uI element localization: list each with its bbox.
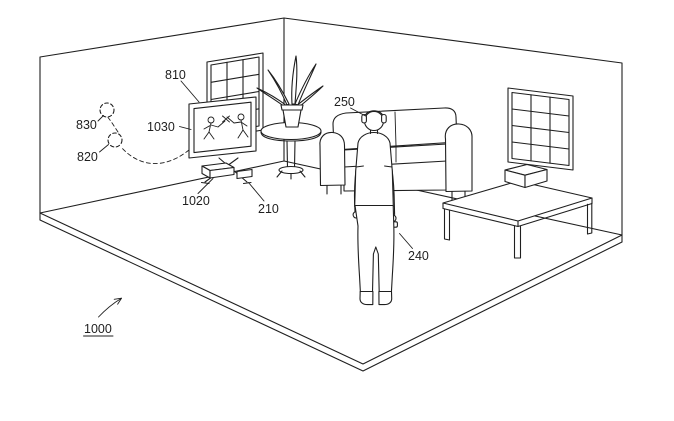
leader-1020 [197,178,214,194]
box-side [524,168,548,189]
game-console [201,162,235,179]
plant-leaf [294,63,317,106]
sofa-legs [326,184,466,201]
leader-250 [350,107,366,117]
sofa-back-seam [394,111,397,147]
floor-slab-connectors [39,212,623,243]
drawing-root: 810 830 820 1030 1020 210 250 240 1000 [39,17,623,372]
headset-earcup-left [361,113,367,124]
label-1030: 1030 [147,120,175,134]
leader-240 [399,233,413,249]
reference-labels: 810 830 820 1030 1020 210 250 240 [76,68,429,263]
figure-number: 1000 [83,297,122,337]
plant-table-pedestal [286,140,296,169]
tv-screen [193,101,252,154]
coffee-table [442,163,593,259]
dashed-signal-path-upper [107,117,119,133]
floor-edge-front [39,212,623,365]
label-1020: 1020 [182,194,210,208]
plant-leaf [291,55,298,105]
floor-slab-edge [39,219,623,372]
console-side [209,166,235,179]
figure-number-arrow [98,297,122,318]
sofa-left-arm [319,131,346,187]
television [188,96,257,185]
dashed-marker-820 [107,132,123,148]
label-240: 240 [408,249,429,263]
label-1000: 1000 [84,322,112,336]
label-810: 810 [165,68,186,82]
box-on-table [504,163,548,189]
sword-clash-spark [222,115,230,123]
torso-shirt [354,131,394,208]
plant-leaf [256,87,288,108]
leader-820 [99,144,109,153]
right-window-outer-frame [507,87,574,171]
plant-table-base [278,165,304,175]
game-characters [203,113,249,140]
leader-830 [97,115,104,122]
table-leg-left [443,208,451,241]
leader-210 [248,182,265,202]
plant-pot-rim [280,104,304,111]
pants [354,204,395,294]
person [352,110,398,306]
figure-number-arrowhead [113,297,122,305]
table-leg-front [513,225,522,259]
right-window-muntins-horizontal [511,108,570,150]
game-character-body [226,116,249,139]
wireless-markers [99,102,190,164]
dashed-signal-path [120,146,190,164]
sleeve-cuffs [355,165,393,168]
plant-table-rim [260,131,322,142]
neck [369,129,379,135]
head [363,110,385,132]
plant-table-feet [276,170,306,180]
game-character-body [203,120,226,140]
label-820: 820 [77,150,98,164]
plant-pot-body [282,109,302,128]
potted-plant [256,55,324,128]
plant-leaf [267,69,290,106]
table-top-thickness [442,197,593,228]
sofa-right-arm [444,123,473,193]
label-830: 830 [76,118,97,132]
headset-earcup-right [381,113,387,124]
label-250: 250 [334,95,355,109]
right-shoe [378,290,393,306]
plant-leaf [295,85,324,108]
plant-table [260,121,322,180]
tv-outer-frame [188,96,257,159]
room [39,17,623,372]
sensor-device [236,168,253,180]
right-window [507,87,574,171]
left-shoe [359,290,374,306]
leader-810 [180,80,200,103]
label-210: 210 [258,202,279,216]
sofa [319,107,473,201]
table-leg-right [586,202,593,235]
leader-1030 [179,126,192,130]
dashed-marker-830 [99,102,115,118]
